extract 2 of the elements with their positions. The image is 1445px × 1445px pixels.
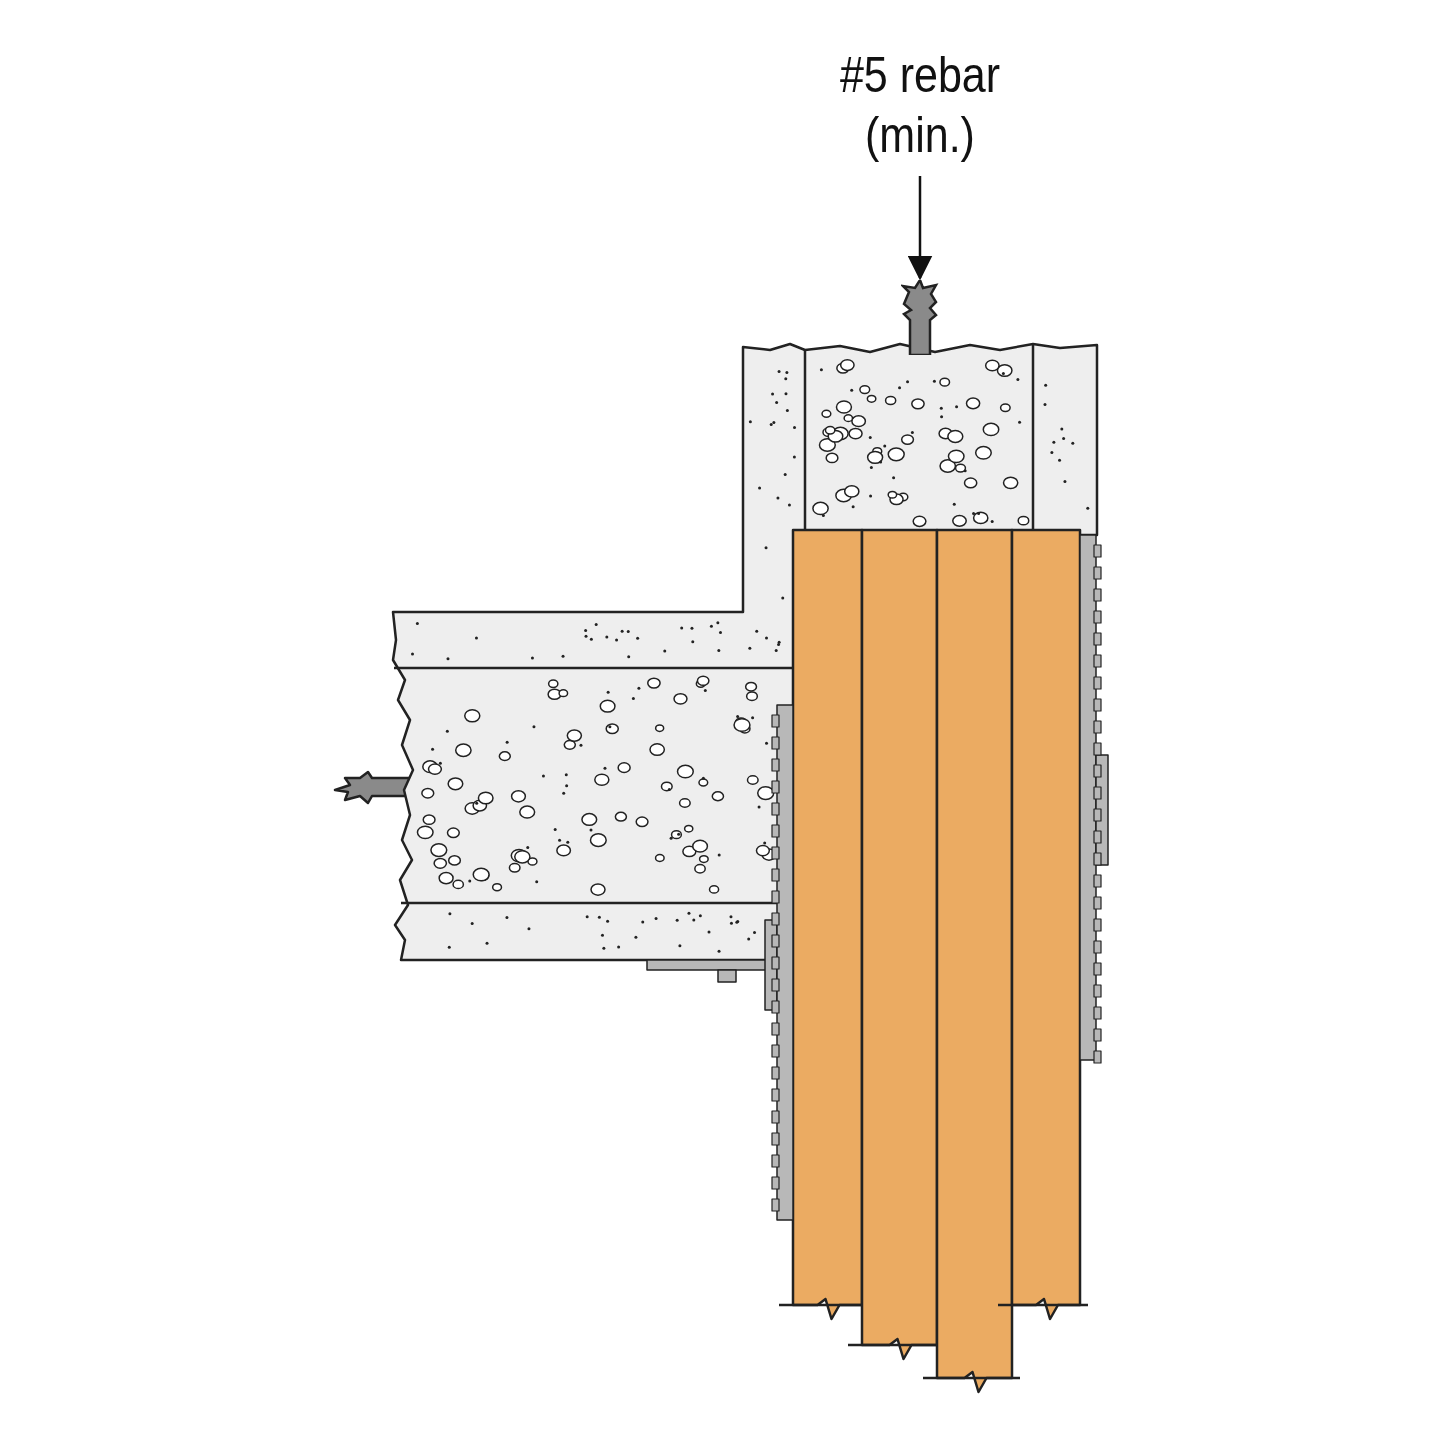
leader-arrow [907,176,933,281]
callout-label: #5 rebar (min.) [838,46,1002,165]
